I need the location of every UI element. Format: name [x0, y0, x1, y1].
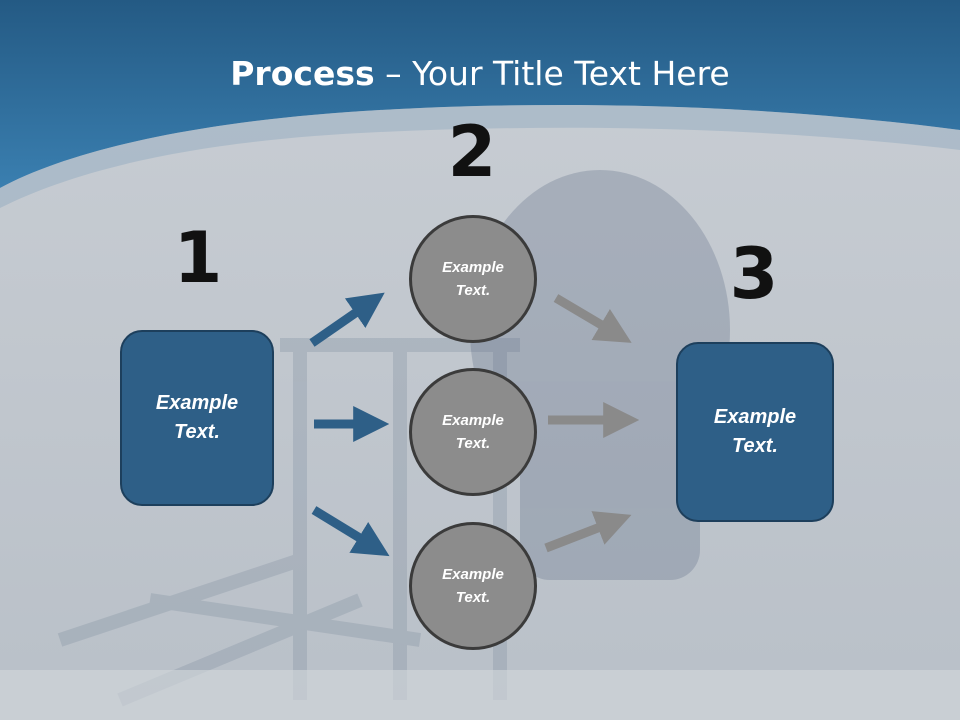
circle-bottom-text-line1: Example: [442, 566, 504, 583]
step-circle-middle: Example Text.: [409, 368, 537, 496]
left-box-text-line1: Example: [155, 392, 239, 414]
circle-top-text-line1: Example: [442, 259, 504, 276]
step-number-1: 1: [173, 217, 223, 299]
circle-middle-text-line2: Text.: [455, 435, 491, 452]
step-circle-top: Example Text.: [409, 215, 537, 343]
circle-bottom-text-line2: Text.: [455, 589, 491, 606]
title-rest: – Your Title Text Here: [374, 54, 730, 93]
right-box-text-line2: Text.: [732, 435, 778, 457]
step-number-2: 2: [447, 111, 497, 193]
title-bold: Process: [230, 54, 375, 93]
right-box-text-line1: Example: [713, 406, 797, 428]
left-step-box: Example Text.: [120, 330, 274, 506]
step-number-3: 3: [729, 233, 779, 315]
slide-title: Process – Your Title Text Here: [0, 52, 960, 96]
step-circle-bottom: Example Text.: [409, 522, 537, 650]
right-step-box: Example Text.: [676, 342, 834, 522]
left-box-text-line2: Text.: [174, 421, 220, 443]
circle-middle-text-line1: Example: [442, 412, 504, 429]
circle-top-text-line2: Text.: [455, 282, 491, 299]
